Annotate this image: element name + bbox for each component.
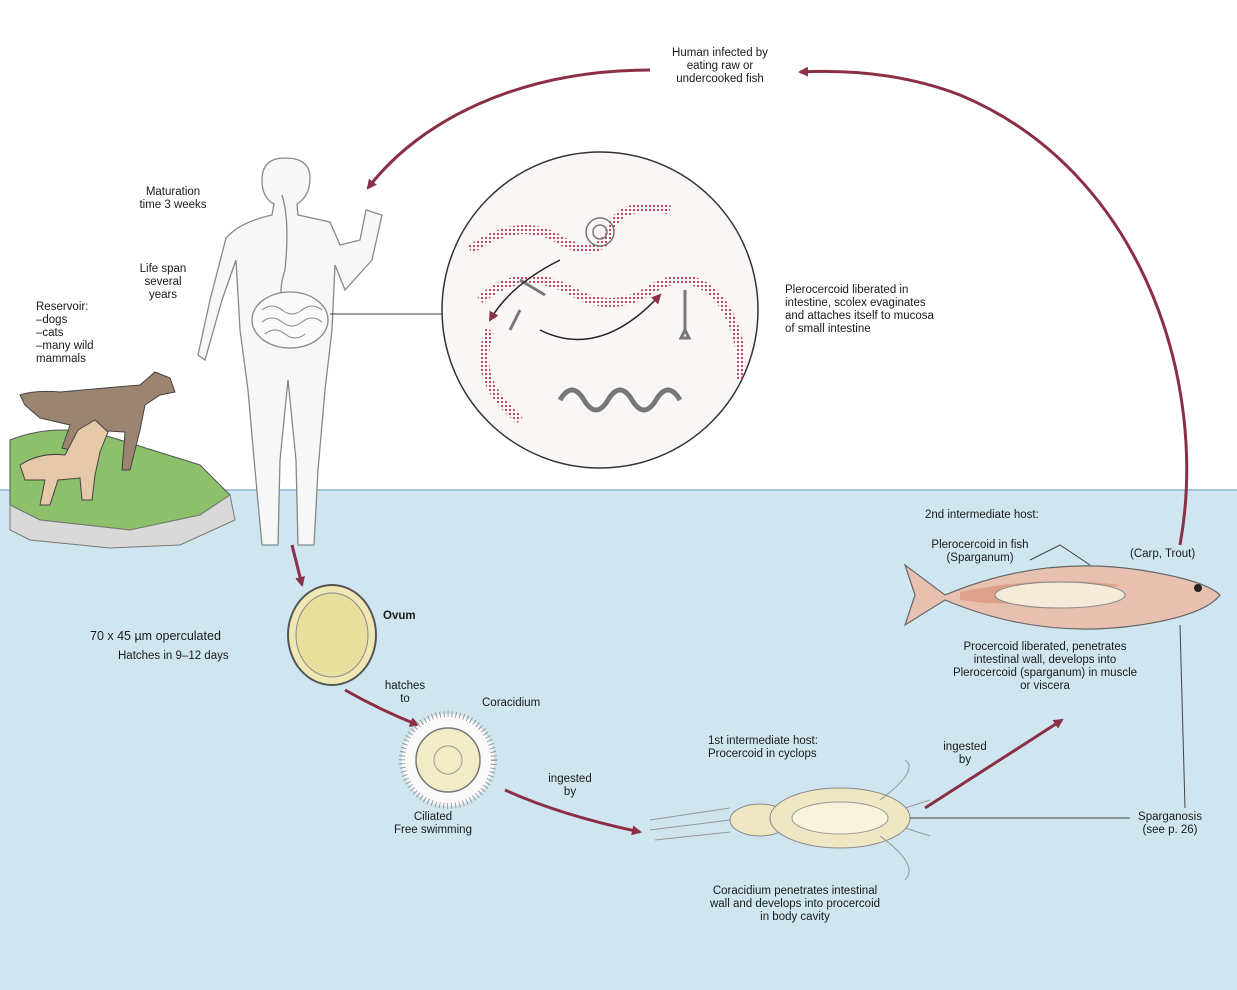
label-second-host: 2nd intermediate host: <box>925 509 1085 522</box>
label-reservoir: Reservoir: –dogs –cats –many wild mammal… <box>36 301 136 366</box>
label-ciliated: Ciliated Free swimming <box>373 811 493 837</box>
label-first-host: 1st intermediate host: Procercoid in cyc… <box>708 735 888 761</box>
coracidium-figure <box>402 714 494 806</box>
label-carp-trout: (Carp, Trout) <box>1130 548 1230 561</box>
label-coracidium: Coracidium <box>482 697 582 710</box>
human-figure <box>198 158 382 545</box>
label-plerocercoid-fish: Plerocercoid in fish (Sparganum) <box>910 539 1050 565</box>
label-ovum-size: 70 x 45 µm operculated <box>90 630 290 643</box>
label-hatches-days: Hatches in 9–12 days <box>118 650 278 663</box>
label-sparganosis: Sparganosis (see p. 26) <box>1120 811 1220 837</box>
label-ovum: Ovum <box>383 610 443 623</box>
label-ingested-by-1: ingested by <box>540 773 600 799</box>
water-area <box>0 490 1237 990</box>
label-plerocercoid-liberated: Plerocercoid liberated in intestine, sco… <box>785 284 1015 336</box>
label-maturation: Maturation time 3 weeks <box>128 186 218 212</box>
label-ingested-by-2: ingested by <box>935 741 995 767</box>
ovum-figure <box>288 585 376 685</box>
intestine-magnification <box>442 152 758 468</box>
label-coracidium-penetrates: Coracidium penetrates intestinal wall an… <box>665 885 925 924</box>
label-human-infected: Human infected by eating raw or undercoo… <box>640 47 800 86</box>
label-hatches-to: hatches to <box>375 680 435 706</box>
label-life-span: Life span several years <box>133 263 193 302</box>
label-procercoid-liberated: Procercoid liberated, penetrates intesti… <box>905 641 1185 693</box>
